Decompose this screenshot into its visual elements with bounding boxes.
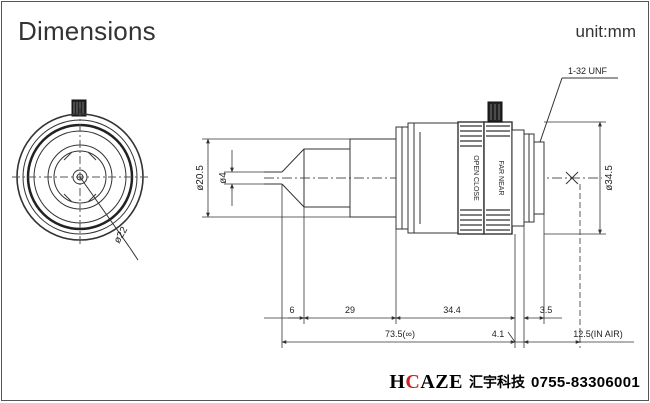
thread-leader: [539, 77, 618, 143]
dia-tip-label: ø20.5: [195, 165, 206, 191]
unit-label: unit:mm: [575, 22, 636, 41]
page-title: Dimensions: [18, 16, 156, 46]
dia-body-label: ø34.5: [604, 165, 615, 191]
dim-34-4: 34.4: [443, 305, 461, 315]
brand-logo: HCAZE: [389, 370, 463, 393]
image-point-mark: [565, 171, 579, 185]
focus-ring-knurl: [486, 125, 510, 231]
diameter-dims: [202, 121, 606, 235]
focus-ring-label: FAR NEAR: [497, 160, 504, 195]
iris-ring-knurl: [460, 125, 482, 231]
dim-6: 6: [289, 305, 294, 315]
thread-label: 1-32 UNF: [568, 66, 608, 76]
dim-4-1: 4.1: [492, 329, 505, 339]
phone-number: 0755-83306001: [530, 373, 640, 391]
front-dia-label: ø22: [112, 225, 130, 246]
length-dims: [264, 184, 634, 348]
company-name: 汇宇科技: [468, 374, 525, 390]
iris-ring-label: OPEN CLOSE: [472, 155, 479, 201]
front-view: [12, 99, 148, 261]
dim-73-5: 73.5(∞): [385, 329, 415, 339]
dim-12-5: 12.5(IN AIR): [573, 329, 623, 339]
dim-3-5: 3.5: [540, 305, 553, 315]
dia-pin-label: ø4: [218, 172, 229, 184]
dim-29: 29: [345, 305, 355, 315]
footer-brand: HCAZE 汇宇科技 0755-83306001: [389, 370, 640, 394]
